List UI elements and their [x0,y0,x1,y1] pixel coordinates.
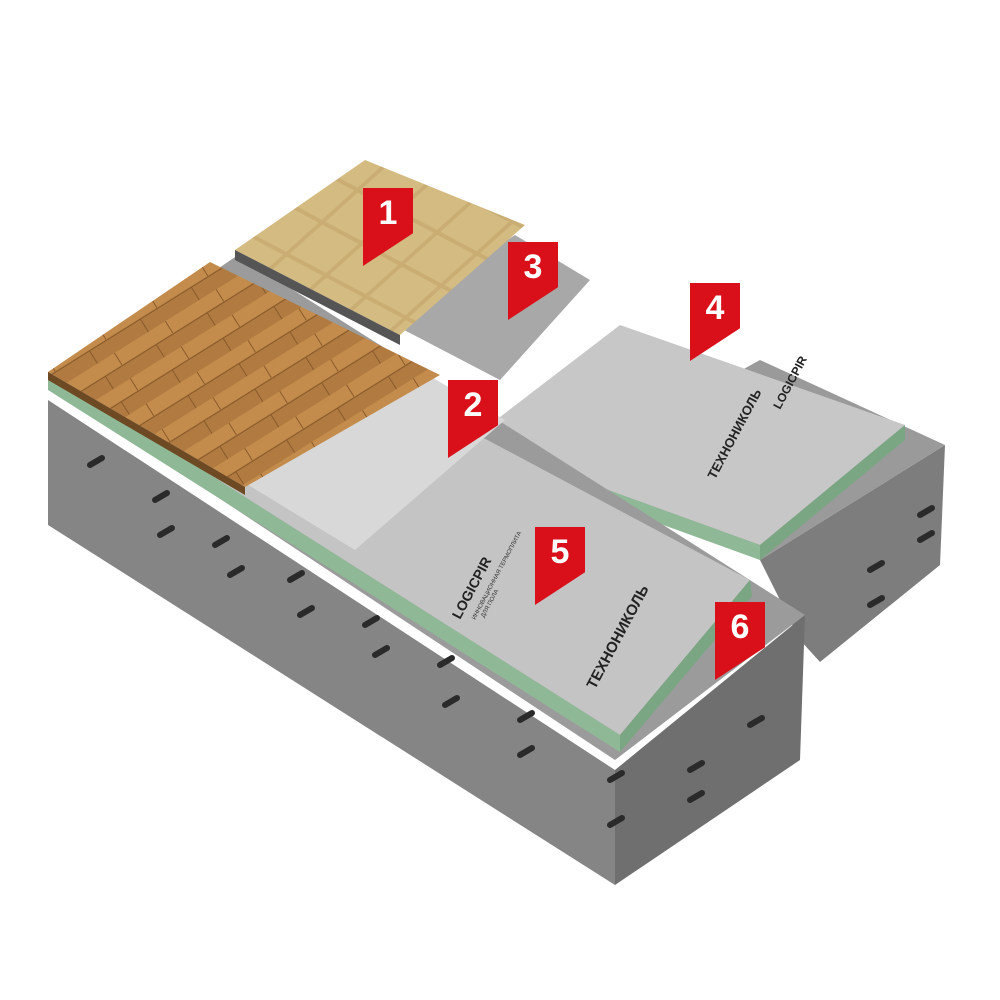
marker-number: 5 [550,533,570,571]
wood-flooring [48,262,440,495]
marker-1: 1 [363,188,413,266]
marker-2: 2 [448,380,498,458]
marker-4: 4 [690,283,740,361]
marker-5: 5 [535,527,585,605]
rebar-ends [87,455,935,828]
marker-3: 3 [508,242,558,320]
marker-number: 1 [378,194,398,232]
marker-number: 3 [523,248,543,286]
marker-6: 6 [715,602,765,680]
marker-number: 2 [463,386,483,424]
marker-number: 4 [705,289,725,327]
marker-number: 6 [730,608,750,646]
